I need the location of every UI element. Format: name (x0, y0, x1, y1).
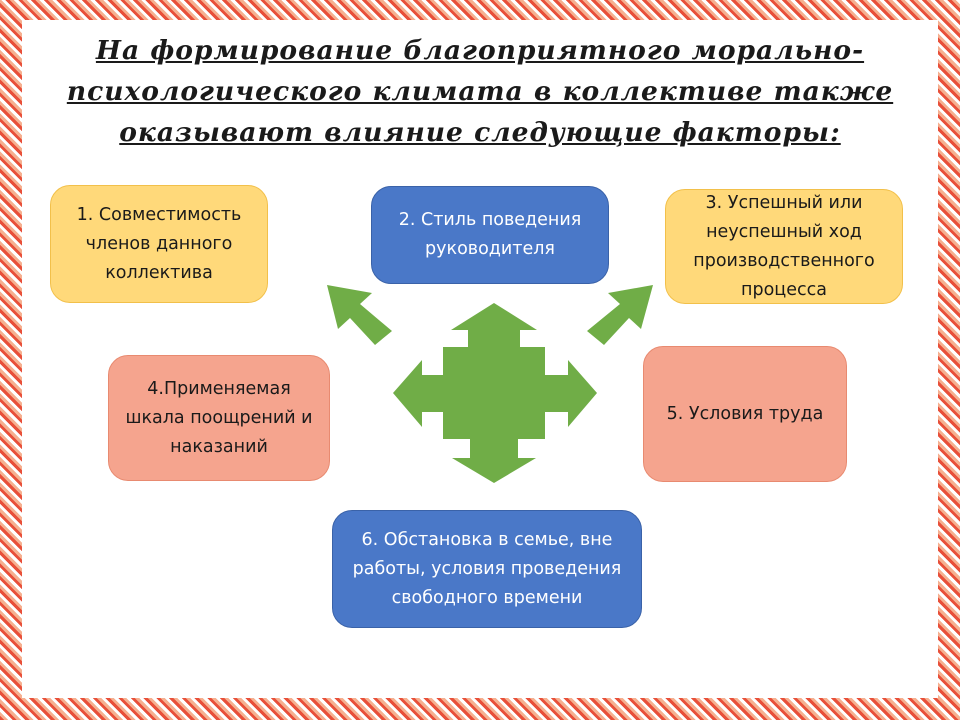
slide-title: На формирование благоприятного морально-… (60, 30, 900, 153)
factor-label-6: 6. Обстановка в семье, вне работы, услов… (352, 529, 622, 608)
title-line-1: На формирование благоприятного морально- (95, 35, 865, 66)
factor-box-4: 4.Применяемая шкала поощрений и наказани… (108, 355, 330, 481)
factor-box-6: 6. Обстановка в семье, вне работы, услов… (332, 510, 642, 628)
factor-box-3: 3. Успешный или неуспешный ход производс… (665, 189, 903, 304)
title-line-2: психологического климата в коллективе та… (66, 76, 894, 107)
factor-box-1: 1. Совместимость членов данного коллекти… (50, 185, 268, 303)
arrow-left (393, 360, 443, 427)
factor-label-2: 2. Стиль поведения руководителя (398, 210, 582, 259)
arrow-diagonal-right (587, 285, 653, 345)
factor-box-5: 5. Условия труда (643, 346, 847, 482)
factor-label-4: 4.Применяемая шкала поощрений и наказани… (125, 378, 313, 457)
arrow-down (452, 439, 536, 483)
factor-label-1: 1. Совместимость членов данного коллекти… (76, 204, 242, 283)
arrow-diagonal-left (327, 285, 392, 345)
factor-label-3: 3. Успешный или неуспешный ход производс… (693, 192, 875, 300)
arrow-right (545, 360, 597, 427)
factor-label-5: 5. Условия труда (666, 403, 824, 424)
arrow-center-block (443, 347, 545, 439)
title-line-3: оказывают влияние следующие факторы: (119, 117, 841, 148)
factor-box-2: 2. Стиль поведения руководителя (371, 186, 609, 284)
arrow-up (451, 303, 537, 347)
